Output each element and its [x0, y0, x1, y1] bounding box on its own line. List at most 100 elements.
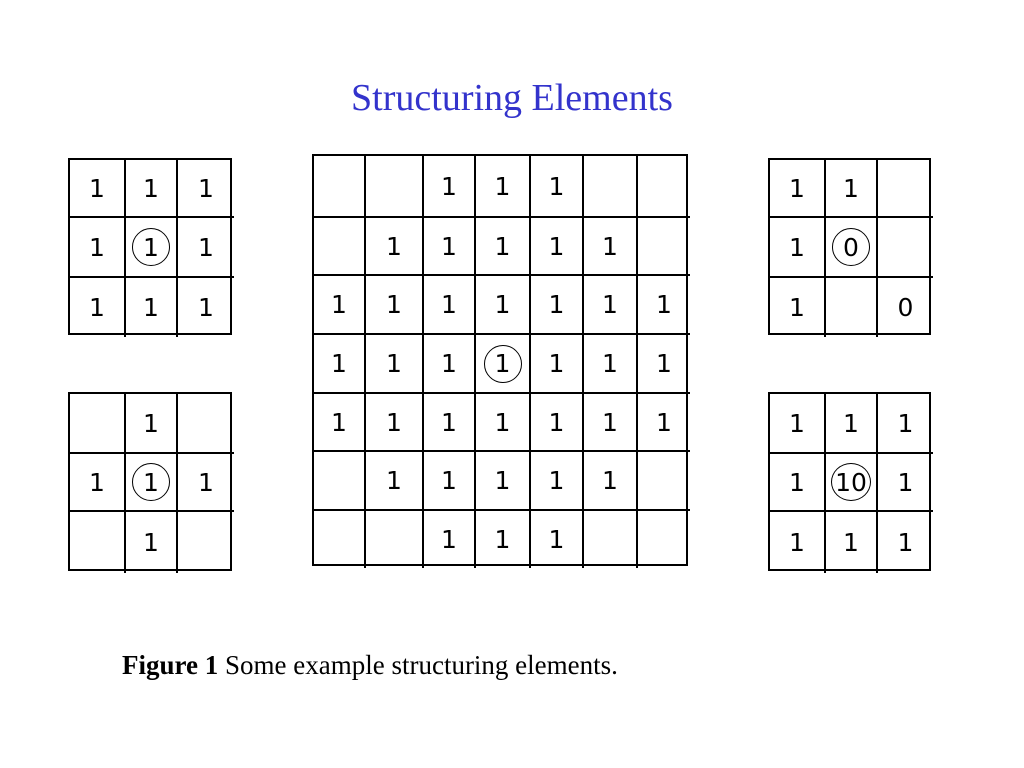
cell-value: 1 [143, 528, 159, 557]
grid-cell: 1 [178, 218, 234, 278]
grid-cell [638, 452, 690, 511]
grid-cell: 1 [424, 276, 476, 335]
cell-value: 1 [602, 231, 618, 261]
cell-value: 1 [386, 231, 402, 261]
grid-cell [314, 452, 366, 511]
grid-cell: 1 [366, 276, 424, 335]
cell-value: 1 [602, 407, 618, 437]
cell-value: 0 [897, 293, 914, 322]
grid-cell: 1 [770, 160, 826, 218]
grid-cell: 1 [70, 218, 126, 278]
cell-value: 1 [494, 466, 511, 495]
cell-value: 1 [198, 467, 214, 497]
cell-value: 1 [548, 525, 565, 554]
cell-value: 1 [331, 349, 347, 378]
grid-cell [826, 278, 878, 337]
grid-cell: 1 [314, 335, 366, 394]
grid-cell: 1 [476, 452, 531, 511]
cell-value: 1 [656, 407, 672, 437]
grid-cell: 1 [531, 276, 584, 335]
grid-cell: 1 [314, 276, 366, 335]
grid-cell [70, 394, 126, 454]
grid-cell: 1 [126, 160, 178, 218]
cell-value: 1 [656, 349, 672, 378]
cell-value: 1 [494, 231, 511, 261]
cell-value: 1 [143, 293, 159, 322]
grid-cell: 1 [584, 394, 638, 452]
cell-value: 1 [789, 408, 805, 438]
grid-cell: 1 [424, 394, 476, 452]
grid-cell: 1 [638, 394, 690, 452]
cell-value: 1 [656, 290, 672, 319]
cell-value: 1 [441, 290, 457, 319]
grid-cell [584, 511, 638, 568]
grid-cell: 1 [476, 335, 531, 394]
grid-cell [70, 512, 126, 573]
cell-value: 1 [897, 467, 914, 497]
cell-value: 1 [89, 293, 105, 322]
grid-cell [314, 511, 366, 568]
grid-cell: 1 [366, 394, 424, 452]
grid-cell: 0 [878, 278, 933, 337]
figure-label: Figure 1 [122, 650, 219, 680]
grid-cell [638, 156, 690, 218]
grid-cell: 1 [638, 335, 690, 394]
grid-cell: 1 [531, 394, 584, 452]
cell-value: 1 [386, 466, 402, 495]
cell-value: 1 [494, 171, 511, 201]
grid-cell: 1 [476, 276, 531, 335]
cell-value: 1 [789, 528, 805, 557]
grid-cell [638, 218, 690, 276]
figure-caption: Figure 1 Some example structuring elemen… [122, 650, 618, 681]
grid-cell [314, 218, 366, 276]
cell-value: 1 [89, 173, 105, 203]
cell-value: 1 [386, 349, 402, 378]
grid-cell [878, 218, 933, 278]
cell-value: 1 [143, 408, 159, 438]
cell-value: 1 [602, 290, 618, 319]
grid-cell: 1 [770, 454, 826, 512]
grid-cell: 1 [531, 452, 584, 511]
grid-cell [584, 156, 638, 218]
cell-value: 1 [789, 232, 805, 262]
grid-cell: 1 [826, 394, 878, 454]
cell-value: 1 [602, 349, 618, 378]
grid-cell: 1 [424, 156, 476, 218]
grid-cell: 1 [584, 452, 638, 511]
cell-value: 1 [331, 290, 347, 319]
grid-cell: 0 [826, 218, 878, 278]
cell-value: 1 [143, 173, 159, 203]
grid-cell: 1 [638, 276, 690, 335]
cell-value: 1 [331, 407, 347, 437]
page-title: Structuring Elements [351, 77, 673, 119]
cell-value: 1 [441, 349, 457, 378]
grid-cell [638, 511, 690, 568]
grid-cell: 1 [878, 454, 933, 512]
grid-cell: 1 [424, 218, 476, 276]
grid-cell: 1 [126, 394, 178, 454]
grid-cell: 1 [531, 156, 584, 218]
grid-cell: 1 [476, 156, 531, 218]
grid-cell: 1 [70, 160, 126, 218]
grid-cell: 1 [770, 278, 826, 337]
caption-text: Some example structuring elements. [218, 650, 618, 680]
cell-value: 1 [843, 408, 859, 438]
grid-cell: 1 [70, 454, 126, 512]
origin-marker: 1 [132, 228, 170, 266]
cell-value: 1 [789, 293, 805, 322]
grid-cell: 1 [424, 511, 476, 568]
grid-cell: 1 [126, 512, 178, 573]
grid-cell [366, 511, 424, 568]
cell-value: 1 [548, 290, 565, 319]
grid-cell: 1 [178, 160, 234, 218]
grid-cell: 1 [878, 512, 933, 573]
origin-marker: 0 [832, 228, 870, 266]
grid-cell: 1 [178, 454, 234, 512]
grid-cell [178, 394, 234, 454]
grid-cell [878, 160, 933, 218]
cell-value: 1 [494, 525, 511, 554]
